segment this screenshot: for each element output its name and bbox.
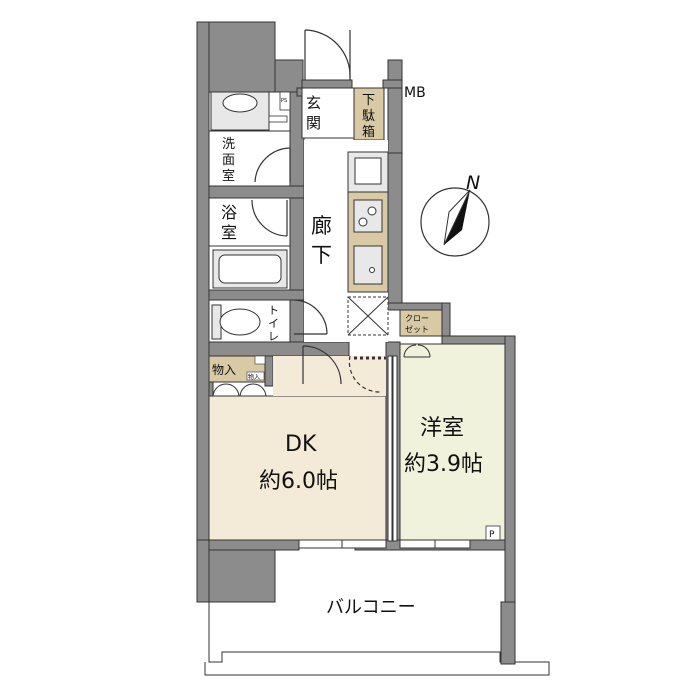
closet: クロー ゼット: [399, 309, 443, 337]
getabako-label-2: 駄: [362, 109, 375, 124]
kitchen: [347, 151, 389, 336]
compass-north-label: N: [466, 172, 480, 194]
south-arrow-icon: [443, 189, 471, 246]
getabako-label-1: 下: [362, 93, 375, 108]
dk-size: 約6.0帖: [259, 469, 338, 494]
closet-doors[interactable]: [403, 344, 431, 358]
yoku-label-2: 室: [221, 223, 237, 242]
compass: N: [420, 172, 490, 257]
getabako: 下 駄 箱: [353, 87, 385, 141]
youshitsu-name: 洋室: [420, 416, 464, 441]
senmen-label-1: 洗: [222, 137, 235, 152]
monoire-label: 物入: [212, 363, 236, 377]
p-box-label: P: [489, 530, 495, 540]
dk-name: DK: [285, 432, 317, 457]
getabako-label-3: 箱: [362, 124, 375, 140]
monoire-small-label: 物入: [248, 373, 260, 381]
youshitsu-size: 約3.9帖: [404, 452, 483, 477]
closet-label-1: クロー: [405, 314, 429, 323]
senmen-label-3: 室: [222, 168, 235, 184]
closet-label-2: ゼット: [405, 324, 429, 334]
bathroom: 浴 室: [208, 197, 291, 291]
balcony: バルコニー: [204, 550, 550, 676]
balcony-wall-edge: [500, 601, 516, 665]
dk-entry-door[interactable]: [302, 345, 386, 393]
yoku-label-1: 浴: [221, 203, 237, 222]
balcony-label: バルコニー: [326, 597, 416, 618]
genkan-label-1: 玄: [306, 94, 321, 112]
entrance-door[interactable]: [304, 29, 351, 80]
senmen-label-2: 面: [222, 153, 235, 168]
ps-label: PS: [281, 98, 287, 104]
senmen-door[interactable]: [254, 147, 291, 183]
mb-label: MB: [404, 85, 426, 101]
toilet-door[interactable]: [293, 299, 328, 335]
rouka-label-2: 下: [311, 243, 332, 267]
dk-room: DK 約6.0帖: [208, 356, 387, 541]
rouka-label-1: 廊: [311, 214, 332, 238]
toilet-label-2: イ: [268, 317, 279, 330]
toilet-label-1: ト: [268, 304, 279, 317]
toilet-label-3: レ: [268, 330, 279, 343]
genkan: 玄 関: [301, 87, 355, 139]
balcony-windows[interactable]: [298, 539, 471, 549]
genkan-label-2: 関: [306, 114, 321, 132]
toilet-room: ト イ レ: [208, 299, 291, 343]
sliding-partition[interactable]: [387, 355, 398, 542]
bathroom-door[interactable]: [251, 199, 288, 237]
senmen-room: PS 洗 面 室: [208, 91, 291, 187]
monoire-doors[interactable]: [212, 383, 267, 397]
youshitsu-room: P 洋室 約3.9帖: [399, 343, 506, 541]
